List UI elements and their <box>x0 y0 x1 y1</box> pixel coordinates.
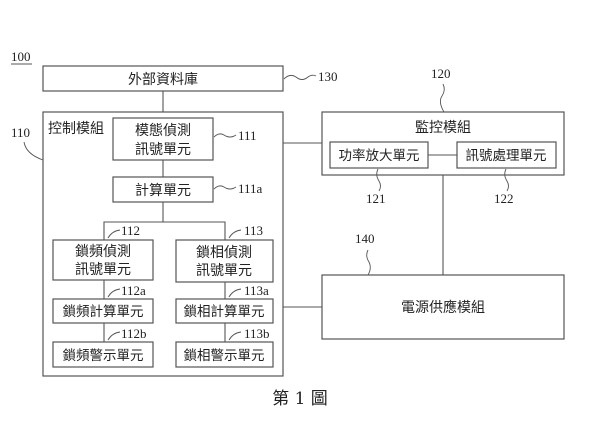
ref-111a: 111a <box>238 181 263 196</box>
leader-110 <box>24 142 43 160</box>
ref-130: 130 <box>318 69 338 84</box>
phase-lock-calc-label: 鎖相計算單元 <box>184 304 265 320</box>
leader-140 <box>367 250 371 275</box>
phase-lock-alarm-label: 鎖相警示單元 <box>184 348 265 364</box>
phase-lock-detect-line1: 鎖相偵測 <box>196 245 252 261</box>
ref-122: 122 <box>494 191 514 206</box>
ref-121: 121 <box>366 191 386 206</box>
phase-lock-detect-line2: 訊號單元 <box>196 263 252 279</box>
leader-120 <box>440 84 444 112</box>
ref-111: 111 <box>238 128 257 143</box>
leader-112a <box>108 289 120 297</box>
ref-112: 112 <box>121 223 140 238</box>
figure-ref-label: 100 <box>11 49 31 64</box>
leader-111 <box>214 134 236 137</box>
mode-detect-line2: 訊號單元 <box>135 142 191 158</box>
ref-112b: 112b <box>121 326 147 341</box>
leader-112b <box>108 332 120 340</box>
external-database-label: 外部資料庫 <box>128 71 198 88</box>
leader-121 <box>377 169 381 191</box>
power-amplifier-label: 功率放大單元 <box>339 147 420 164</box>
ref-113a: 113a <box>244 283 269 298</box>
monitor-module-label: 監控模組 <box>415 119 471 136</box>
figure-caption: 第 1 圖 <box>272 389 328 409</box>
ref-120: 120 <box>431 66 451 81</box>
ref-113b: 113b <box>244 326 270 341</box>
leader-113b <box>229 332 241 340</box>
power-supply-label: 電源供應模組 <box>401 299 485 316</box>
leader-112 <box>108 230 120 238</box>
leader-113a <box>229 289 241 297</box>
leader-113 <box>229 230 241 238</box>
freq-lock-detect-line2: 訊號單元 <box>75 262 131 278</box>
leader-111a <box>214 186 236 189</box>
freq-lock-alarm-label: 鎖頻警示單元 <box>63 348 144 364</box>
calculation-unit-label: 計算單元 <box>135 183 191 199</box>
control-module-label: 控制模組 <box>48 121 104 137</box>
leader-130 <box>284 75 316 79</box>
ref-113: 113 <box>244 223 263 238</box>
mode-detect-line1: 模態偵測 <box>135 123 191 139</box>
signal-processing-label: 訊號處理單元 <box>466 148 547 164</box>
ref-110: 110 <box>11 125 30 140</box>
freq-lock-calc-label: 鎖頻計算單元 <box>63 304 144 320</box>
ref-112a: 112a <box>121 283 146 298</box>
ref-140: 140 <box>355 231 375 246</box>
freq-lock-detect-line1: 鎖頻偵測 <box>75 244 131 260</box>
leader-122 <box>505 169 509 191</box>
